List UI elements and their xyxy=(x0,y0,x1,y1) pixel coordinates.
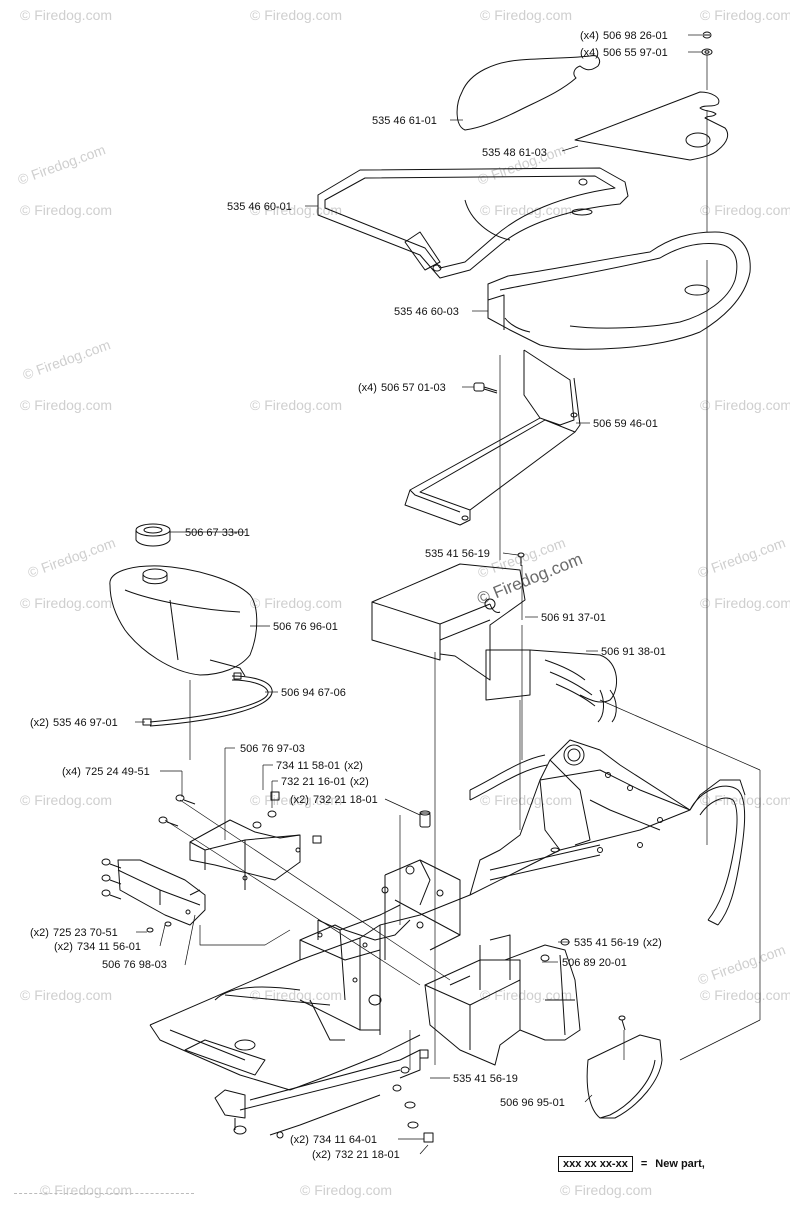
watermark: © Firedog.com xyxy=(480,987,572,1003)
watermark: © Firedog.com xyxy=(20,792,112,808)
callout-535-46-97-01: (x2)535 46 97-01 xyxy=(30,717,118,729)
watermark: © Firedog.com xyxy=(700,202,790,218)
leader-lines xyxy=(164,55,761,1070)
watermark: © Firedog.com xyxy=(700,7,790,23)
callout-506-91-38-01: 506 91 38-01 xyxy=(601,646,666,658)
battery-box xyxy=(424,959,521,1066)
callout-732-21-18-01-lower: (x2)732 21 18-01 xyxy=(312,1149,400,1161)
seat-bracket xyxy=(404,349,581,526)
fuel-cap xyxy=(135,523,171,547)
callout-535-41-56-19-x2: 535 41 56-19(x2) xyxy=(574,937,662,949)
seat-plate xyxy=(574,91,729,161)
callout-leaders xyxy=(135,34,702,1155)
callout-535-41-56-19: 535 41 56-19 xyxy=(425,548,490,560)
fuel-hose xyxy=(149,675,273,727)
watermark: © Firedog.com xyxy=(560,1182,652,1198)
chassis-frame xyxy=(149,779,746,1026)
callout-725-24-49-51: (x4)725 24 49-51 xyxy=(62,766,150,778)
watermark: © Firedog.com xyxy=(480,792,572,808)
watermark: © Firedog.com xyxy=(700,397,790,413)
seat-plate-slot xyxy=(685,132,711,148)
callout-732-21-16-01: 732 21 16-01(x2) xyxy=(281,776,369,788)
callout-506-96-95-01: 506 96 95-01 xyxy=(500,1097,565,1109)
parts-drawing xyxy=(101,31,761,1155)
watermark: © Firedog.com xyxy=(21,336,113,383)
callout-506-98-26-01: (x4)506 98 26-01 xyxy=(580,30,668,42)
watermark: © Firedog.com xyxy=(250,202,342,218)
callout-506-59-46-01: 506 59 46-01 xyxy=(593,418,658,430)
callout-734-11-56-01: (x2)734 11 56-01 xyxy=(54,941,141,953)
rear-shroud xyxy=(371,563,526,681)
bolt-icon xyxy=(101,794,196,933)
watermark: © Firedog.com xyxy=(40,1182,132,1198)
nut-icon xyxy=(252,791,570,1143)
callout-535-48-61-03: 535 48 61-03 xyxy=(482,147,547,159)
watermark: © Firedog.com xyxy=(480,7,572,23)
watermark: © Firedog.com xyxy=(16,141,108,188)
callout-506-67-33-01: 506 67 33-01 xyxy=(185,527,250,539)
watermark: © Firedog.com xyxy=(20,987,112,1003)
watermark: © Firedog.com xyxy=(696,534,788,581)
watermark: © Firedog.com xyxy=(480,202,572,218)
fuel-tank xyxy=(109,565,258,676)
screw-icon xyxy=(701,31,713,56)
screw-icon xyxy=(618,1015,626,1031)
legend-label: New part, xyxy=(655,1158,705,1170)
seat-shell-upper xyxy=(317,167,629,279)
watermark: © Firedog.com xyxy=(700,792,790,808)
callout-535-46-61-01: 535 46 61-01 xyxy=(372,115,437,127)
callout-734-11-58-01: 734 11 58-01(x2) xyxy=(276,760,363,772)
callout-506-76-96-01: 506 76 96-01 xyxy=(273,621,338,633)
watermark: © Firedog.com xyxy=(20,7,112,23)
callout-725-23-70-51: (x2)725 23 70-51 xyxy=(30,927,118,939)
side-panel xyxy=(485,649,531,701)
watermark-layer: © Firedog.com © Firedog.com © Firedog.co… xyxy=(16,7,790,1198)
watermark: © Firedog.com xyxy=(696,941,788,988)
left-bracket-lower xyxy=(117,859,206,926)
callout-506-55-97-01: (x4)506 55 97-01 xyxy=(580,47,668,59)
watermark: © Firedog.com xyxy=(300,1182,392,1198)
callout-535-41-56-19-lower: 535 41 56-19 xyxy=(453,1073,518,1085)
new-part-legend: xxx xx xx-xx = New part, xyxy=(558,1155,705,1173)
callout-506-76-98-03: 506 76 98-03 xyxy=(102,959,167,971)
legend-code-box: xxx xx xx-xx xyxy=(558,1156,633,1172)
legend-equals: = xyxy=(640,1158,648,1170)
callout-506-57-01-03: (x4)506 57 01-03 xyxy=(358,382,446,394)
callout-535-46-60-03: 535 46 60-03 xyxy=(394,306,459,318)
watermark: © Firedog.com xyxy=(250,7,342,23)
watermark: © Firedog.com xyxy=(26,534,118,581)
callout-506-76-97-03: 506 76 97-03 xyxy=(240,743,305,755)
callout-506-91-37-01: 506 91 37-01 xyxy=(541,612,606,624)
callout-506-94-67-06: 506 94 67-06 xyxy=(281,687,346,699)
callout-506-89-20-01: 506 89 20-01 xyxy=(562,957,627,969)
callout-535-46-60-01: 535 46 60-01 xyxy=(227,201,292,213)
left-bracket-upper xyxy=(189,819,301,881)
watermark: © Firedog.com xyxy=(700,987,790,1003)
watermark: © Firedog.com xyxy=(700,595,790,611)
watermark: © Firedog.com xyxy=(20,595,112,611)
seat-shell-lower xyxy=(487,231,751,350)
watermark: © Firedog.com xyxy=(20,202,112,218)
callout-labels: (x4)506 98 26-01 (x4)506 55 97-01 535 46… xyxy=(30,30,668,1161)
watermark: © Firedog.com xyxy=(250,987,342,1003)
watermark: © Firedog.com xyxy=(20,397,112,413)
callout-732-21-18-01: (x2)732 21 18-01 xyxy=(290,794,378,806)
watermark: © Firedog.com xyxy=(250,595,342,611)
watermark: © Firedog.com xyxy=(250,792,342,808)
bolt-icon xyxy=(473,382,498,394)
seat-pad xyxy=(456,55,601,131)
watermark: © Firedog.com xyxy=(250,397,342,413)
callout-734-11-64-01: (x2)734 11 64-01 xyxy=(290,1134,377,1146)
side-cover xyxy=(586,1034,663,1119)
bottom-divider xyxy=(14,1193,194,1194)
rear-tube xyxy=(689,785,746,926)
